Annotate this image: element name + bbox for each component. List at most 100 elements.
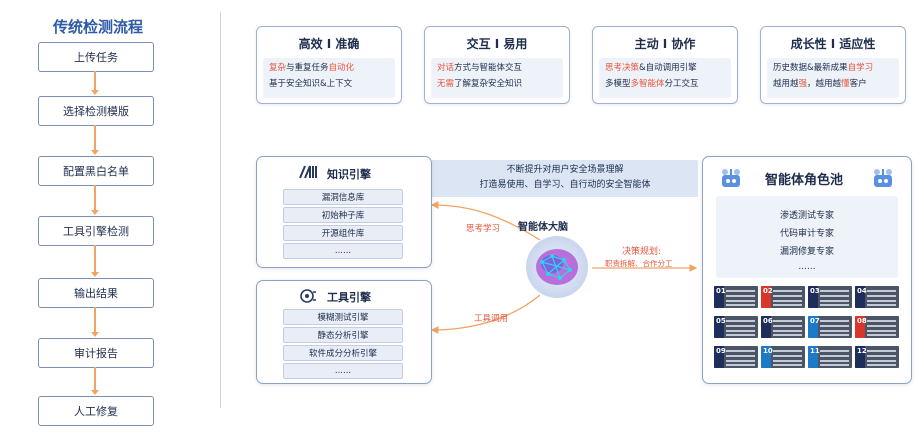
tool-item: ......: [283, 363, 403, 379]
role-tile-line: [867, 364, 896, 366]
role-tile-number: 02: [763, 287, 773, 295]
role-tile-line: [726, 325, 755, 327]
role-tile-line: [726, 300, 755, 302]
card-text-highlight: 自学习: [847, 63, 874, 73]
card-text: 分工交互: [664, 79, 699, 89]
role-tile-number: 05: [716, 317, 726, 325]
role-tile-accent: [808, 316, 818, 338]
knowledge-icon: [299, 165, 317, 179]
card-text: &自动调用引擎: [639, 63, 697, 73]
role-tile-accent: [808, 286, 818, 308]
robot-team-icon: [722, 169, 740, 187]
brain-gear-icon: [300, 289, 316, 303]
flow-step: 输出结果: [38, 278, 154, 308]
role-tile: 04: [855, 286, 899, 308]
card-text-highlight: 对话: [437, 63, 455, 73]
role-tile-line: [820, 330, 849, 332]
role-tile-line: [820, 320, 849, 322]
feature-card-interaction: 交互 I 易用 对话方式与智能体交互 无需了解复杂安全知识: [424, 26, 570, 104]
role-tile-number: 11: [810, 347, 820, 355]
role-tile: 09: [714, 346, 758, 368]
role-item: ......: [798, 262, 816, 272]
arrow-think: [430, 201, 541, 241]
role-tile-line: [867, 325, 896, 327]
role-tile-line: [726, 360, 755, 362]
card-text-highlight: 强: [798, 79, 808, 89]
role-tile-accent: [761, 316, 771, 338]
role-tile-line: [726, 290, 755, 292]
card-text-highlight: 思考决策: [605, 63, 640, 73]
card-text: 越用越: [773, 79, 799, 89]
card-text: 方式与智能体交互: [454, 63, 523, 73]
role-tile-line: [820, 360, 849, 362]
role-tile: 02: [761, 286, 805, 308]
knowledge-item: 开源组件库: [283, 225, 403, 241]
card-text-highlight: 自动化: [328, 63, 355, 73]
card-body: 思考决策&自动调用引擎 多模型多智能体分工交互: [599, 58, 731, 98]
roles-title: 智能体角色池: [765, 173, 844, 188]
feature-card-efficiency: 高效 I 准确 复杂与重复任务自动化 基于安全知识&上下文: [256, 26, 402, 104]
card-text-highlight: 多智能体: [630, 79, 665, 89]
role-tile-line: [773, 330, 802, 332]
role-tile-line: [726, 364, 755, 366]
role-tile-line: [773, 364, 802, 366]
card-text-highlight: 复杂: [269, 63, 287, 73]
role-tile: 08: [855, 316, 899, 338]
role-tile-line: [773, 334, 802, 336]
role-tile-accent: [761, 346, 771, 368]
role-tile-line: [726, 320, 755, 322]
role-tile-line: [820, 300, 849, 302]
label-tool-call: 工具调用: [474, 314, 509, 324]
role-item: 渗透测试专家: [779, 211, 834, 221]
role-tile-line: [820, 290, 849, 292]
role-tile-number: 10: [763, 347, 773, 355]
label-think: 思考学习: [466, 224, 501, 234]
card-text: 客户: [849, 79, 867, 89]
banner-line2: 打造易使用、自学习、自行动的安全智能体: [479, 180, 651, 190]
role-tile: 03: [808, 286, 852, 308]
tool-item: 软件成分分析引擎: [283, 345, 403, 361]
role-tile-accent: [855, 346, 865, 368]
role-tile-line: [726, 330, 755, 332]
role-tile-line: [726, 350, 755, 352]
role-tile-accent: [714, 346, 724, 368]
role-tile-number: 06: [763, 317, 773, 325]
role-tile-line: [773, 325, 802, 327]
card-title: 交互 I 易用: [466, 37, 528, 51]
flow-arrow: [91, 185, 99, 215]
label-decision: 决策规划:: [622, 247, 662, 257]
feature-card-collaboration: 主动 I 协作 思考决策&自动调用引擎 多模型多智能体分工交互: [592, 26, 738, 104]
card-text: 了解复杂安全知识: [454, 79, 523, 89]
role-tile: 05: [714, 316, 758, 338]
role-tile-number: 12: [857, 347, 867, 355]
role-tile-accent: [761, 286, 771, 308]
role-tile-line: [773, 300, 802, 302]
role-item: 漏洞修复专家: [779, 247, 834, 257]
agent-brain-icon: [526, 236, 588, 298]
role-tile: 07: [808, 316, 852, 338]
divider: [220, 12, 221, 408]
role-tile-line: [867, 350, 896, 352]
role-tile-line: [867, 355, 896, 357]
role-tile-accent: [855, 316, 865, 338]
label-decision-sub: 职责拆解、合作分工: [605, 259, 673, 268]
role-tile-line: [820, 325, 849, 327]
role-tile-line: [867, 290, 896, 292]
role-tile-line: [726, 355, 755, 357]
role-tile-line: [820, 350, 849, 352]
role-tile-line: [773, 295, 802, 297]
flow-arrow: [91, 307, 99, 337]
role-tile-accent: [855, 286, 865, 308]
role-tile: 06: [761, 316, 805, 338]
flow-step: 人工修复: [38, 396, 154, 426]
card-text: 历史数据&最新成果: [773, 63, 848, 73]
role-tile-line: [773, 320, 802, 322]
role-tile-number: 07: [810, 317, 820, 325]
card-body: 历史数据&最新成果自学习 越用越强，越用越懂客户: [767, 58, 899, 98]
role-tile-accent: [714, 286, 724, 308]
flow-title: 传统检测流程: [52, 18, 143, 36]
role-tile-number: 08: [857, 317, 867, 325]
role-tile-line: [867, 330, 896, 332]
banner-line1: 不断提升对用户安全场景理解: [506, 165, 624, 175]
tool-item: 静态分析引擎: [283, 327, 403, 343]
